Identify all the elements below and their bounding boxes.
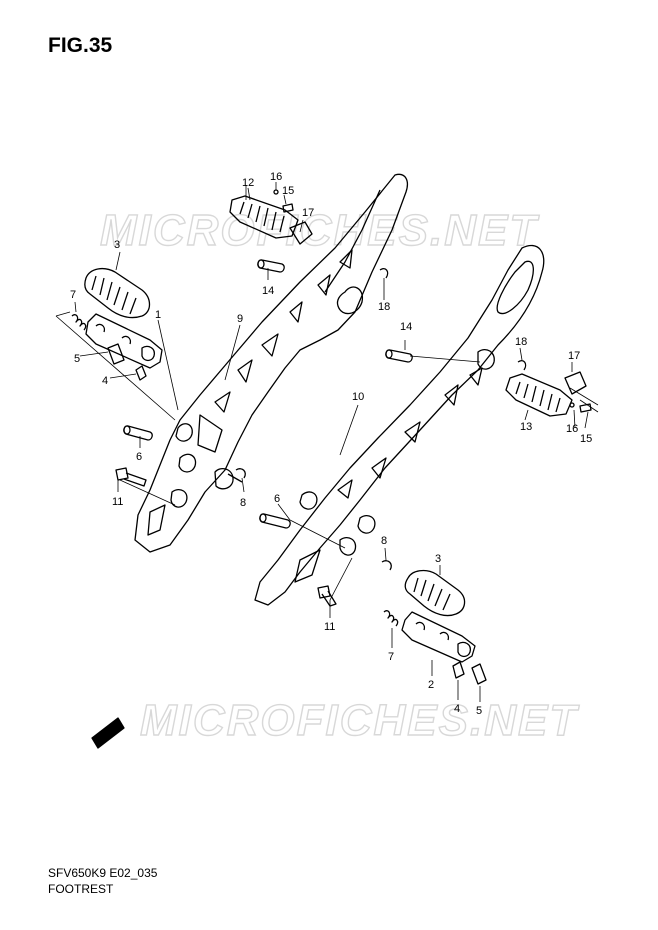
pin-6-right (259, 513, 291, 529)
figure-title: FIG.35 (48, 34, 113, 57)
callout-11-right: 11 (324, 621, 335, 633)
watermark-top: MICROFICHES.NET (100, 206, 539, 255)
callout-7-left: 7 (70, 289, 76, 301)
diagram-code: SFV650K9 E02_035 (48, 866, 158, 880)
callout-18-left: 18 (378, 301, 390, 313)
watermark-bottom: MICROFICHES.NET (140, 696, 579, 745)
spring-15-left (282, 203, 294, 213)
callout-15-left: 15 (282, 185, 294, 197)
bolt-11-right (317, 585, 337, 607)
leader-lines (55, 182, 599, 702)
callout-2: 2 (428, 679, 434, 691)
callout-7-right: 7 (388, 651, 394, 663)
right-footpeg-rubber (404, 569, 466, 617)
callout-16-left: 16 (270, 171, 282, 183)
left-footrest-bracket (134, 173, 409, 553)
callout-15-right: 15 (580, 433, 592, 445)
forward-arrow-icon: FWD (91, 717, 125, 749)
callout-11-left: 11 (112, 496, 123, 508)
callout-3-right: 3 (435, 553, 441, 565)
callout-3-left: 3 (114, 239, 120, 251)
callout-8-right: 8 (381, 535, 387, 547)
left-footpeg (85, 313, 163, 369)
callout-6-left: 6 (136, 451, 142, 463)
ball-16-right (569, 402, 575, 408)
callout-17-right: 17 (568, 350, 580, 362)
callout-numbers: 12 16 15 17 3 14 18 7 1 9 14 18 17 5 4 1… (70, 171, 592, 717)
callout-4-right: 4 (454, 703, 460, 715)
passenger-footpeg-right (505, 371, 587, 417)
ball-16-left (273, 189, 279, 195)
callout-5-left: 5 (74, 353, 80, 365)
clip-8-left (235, 468, 246, 479)
callout-16-right: 16 (566, 423, 578, 435)
left-footpeg-rubber (84, 267, 151, 319)
plate-5-right (471, 663, 487, 685)
spring-15-right (579, 403, 592, 413)
clip-18-right (517, 360, 527, 371)
screw-4-left (135, 365, 147, 381)
callout-14-right: 14 (400, 321, 412, 333)
spring-7-right (383, 610, 399, 627)
plate-5-left (107, 343, 125, 365)
callout-8-left: 8 (240, 497, 246, 509)
callout-12: 12 (242, 177, 254, 189)
screw-4-right (452, 661, 465, 679)
callout-14-left: 14 (262, 285, 274, 297)
callout-9: 9 (237, 313, 243, 325)
callout-6-right: 6 (274, 493, 280, 505)
right-footrest-bracket (254, 244, 545, 606)
callout-1: 1 (155, 309, 161, 321)
bolt-11-left (115, 467, 147, 487)
callout-17-left: 17 (302, 207, 314, 219)
clip-18-left (379, 268, 389, 279)
callout-10: 10 (352, 391, 364, 403)
clip-8-right (381, 560, 392, 571)
diagram-caption: FOOTREST (48, 882, 114, 896)
passenger-footpeg-left (229, 195, 313, 245)
callout-5-right: 5 (476, 705, 482, 717)
callout-18-right: 18 (515, 336, 527, 348)
callout-4-left: 4 (102, 375, 108, 387)
callout-13: 13 (520, 421, 532, 433)
pin-6-left (123, 425, 153, 441)
pin-14-right (385, 349, 413, 363)
right-footpeg (401, 611, 476, 663)
spring-7-left (71, 314, 87, 331)
pin-14-left (257, 259, 285, 273)
